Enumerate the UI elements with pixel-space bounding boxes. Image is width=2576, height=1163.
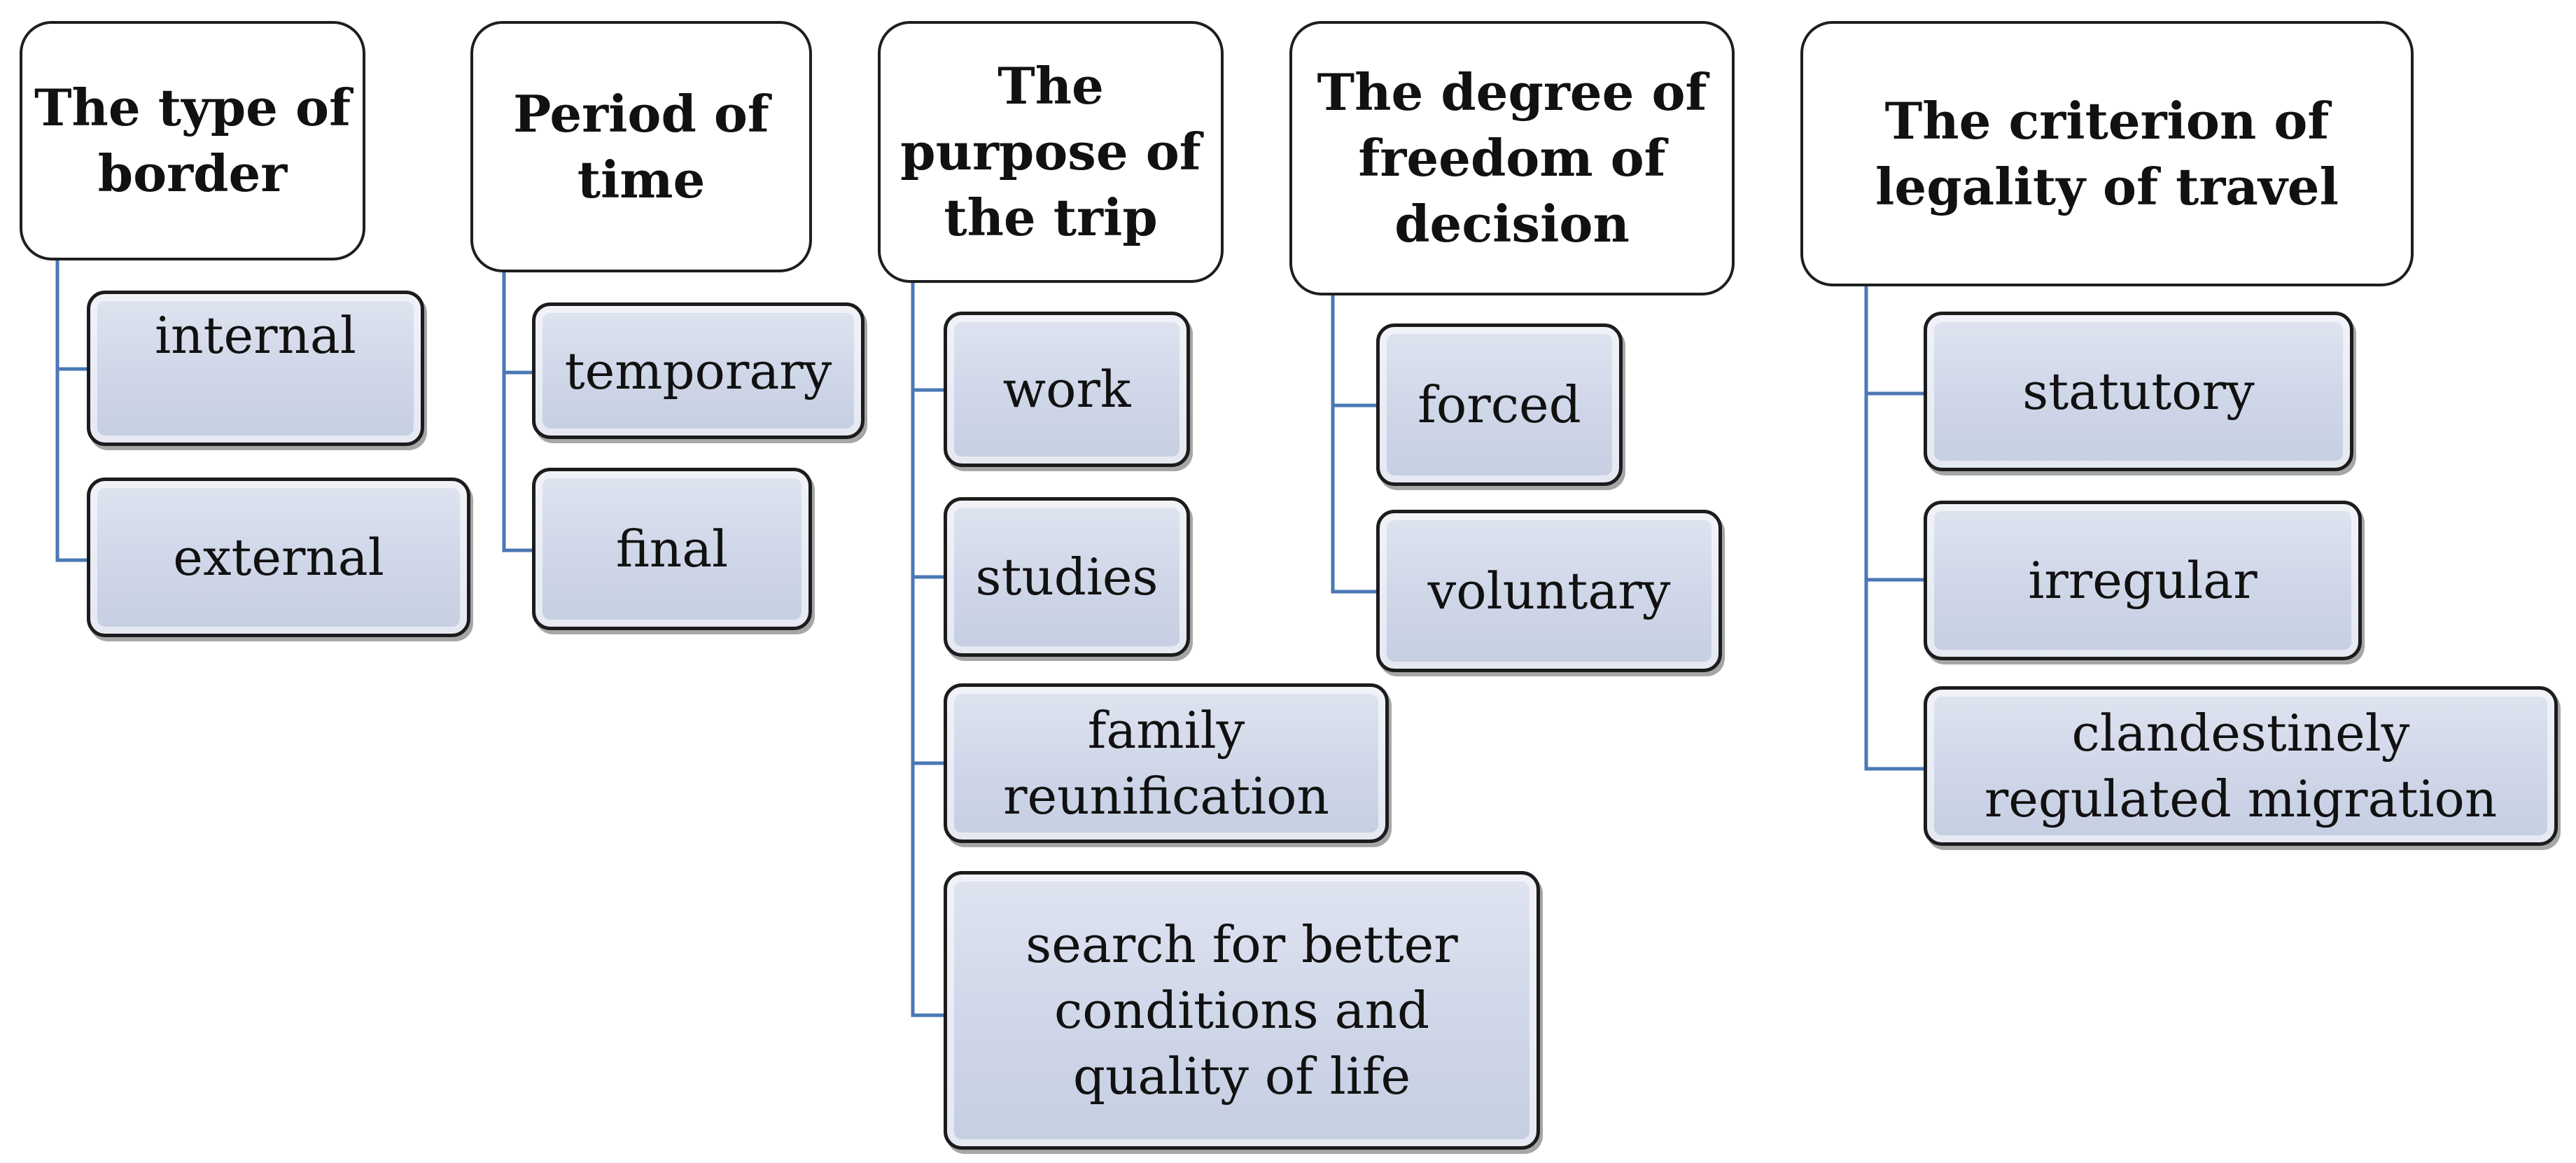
header-degree-of-freedom: The degree of freedom of decision [1289,21,1735,295]
header-label: The purpose of the trip [900,56,1201,247]
item-final: final [532,468,812,630]
header-criterion-of-legality: The criterion of legality of travel [1800,21,2414,286]
item-voluntary: voluntary [1376,510,1722,672]
item-label: irregular [2028,551,2258,610]
item-label: search for better conditions and quality… [1026,915,1458,1106]
item-statutory: statutory [1924,312,2353,471]
header-label: Period of time [513,83,769,209]
item-label: temporary [564,341,832,401]
item-label: clandestinely regulated migration [1984,704,2498,828]
header-purpose-of-trip: The purpose of the trip [878,21,1224,283]
item-irregular: irregular [1924,501,2362,660]
item-external: external [87,478,470,637]
item-forced: forced [1376,323,1623,486]
header-type-of-border: The type of border [20,21,365,260]
item-search-for-better-conditions: search for better conditions and quality… [944,871,1540,1150]
item-label: internal [155,306,356,365]
item-label: work [1002,360,1131,419]
item-label: voluntary [1427,562,1671,620]
item-label: external [173,528,384,587]
item-studies: studies [944,497,1190,657]
header-label: The type of border [34,78,351,203]
item-label: forced [1418,375,1581,434]
item-internal: internal [87,291,424,446]
item-temporary: temporary [532,302,864,439]
item-label: studies [975,548,1158,606]
item-family-reunification: family reunification [944,683,1389,843]
item-label: final [615,520,729,578]
item-label: statutory [2022,362,2255,421]
item-work: work [944,312,1190,467]
item-label: family reunification [1003,701,1329,826]
header-label: The criterion of legality of travel [1875,90,2339,216]
header-period-of-time: Period of time [470,21,812,272]
item-clandestinely-regulated-migration: clandestinely regulated migration [1924,686,2558,846]
header-label: The degree of freedom of decision [1317,62,1707,253]
